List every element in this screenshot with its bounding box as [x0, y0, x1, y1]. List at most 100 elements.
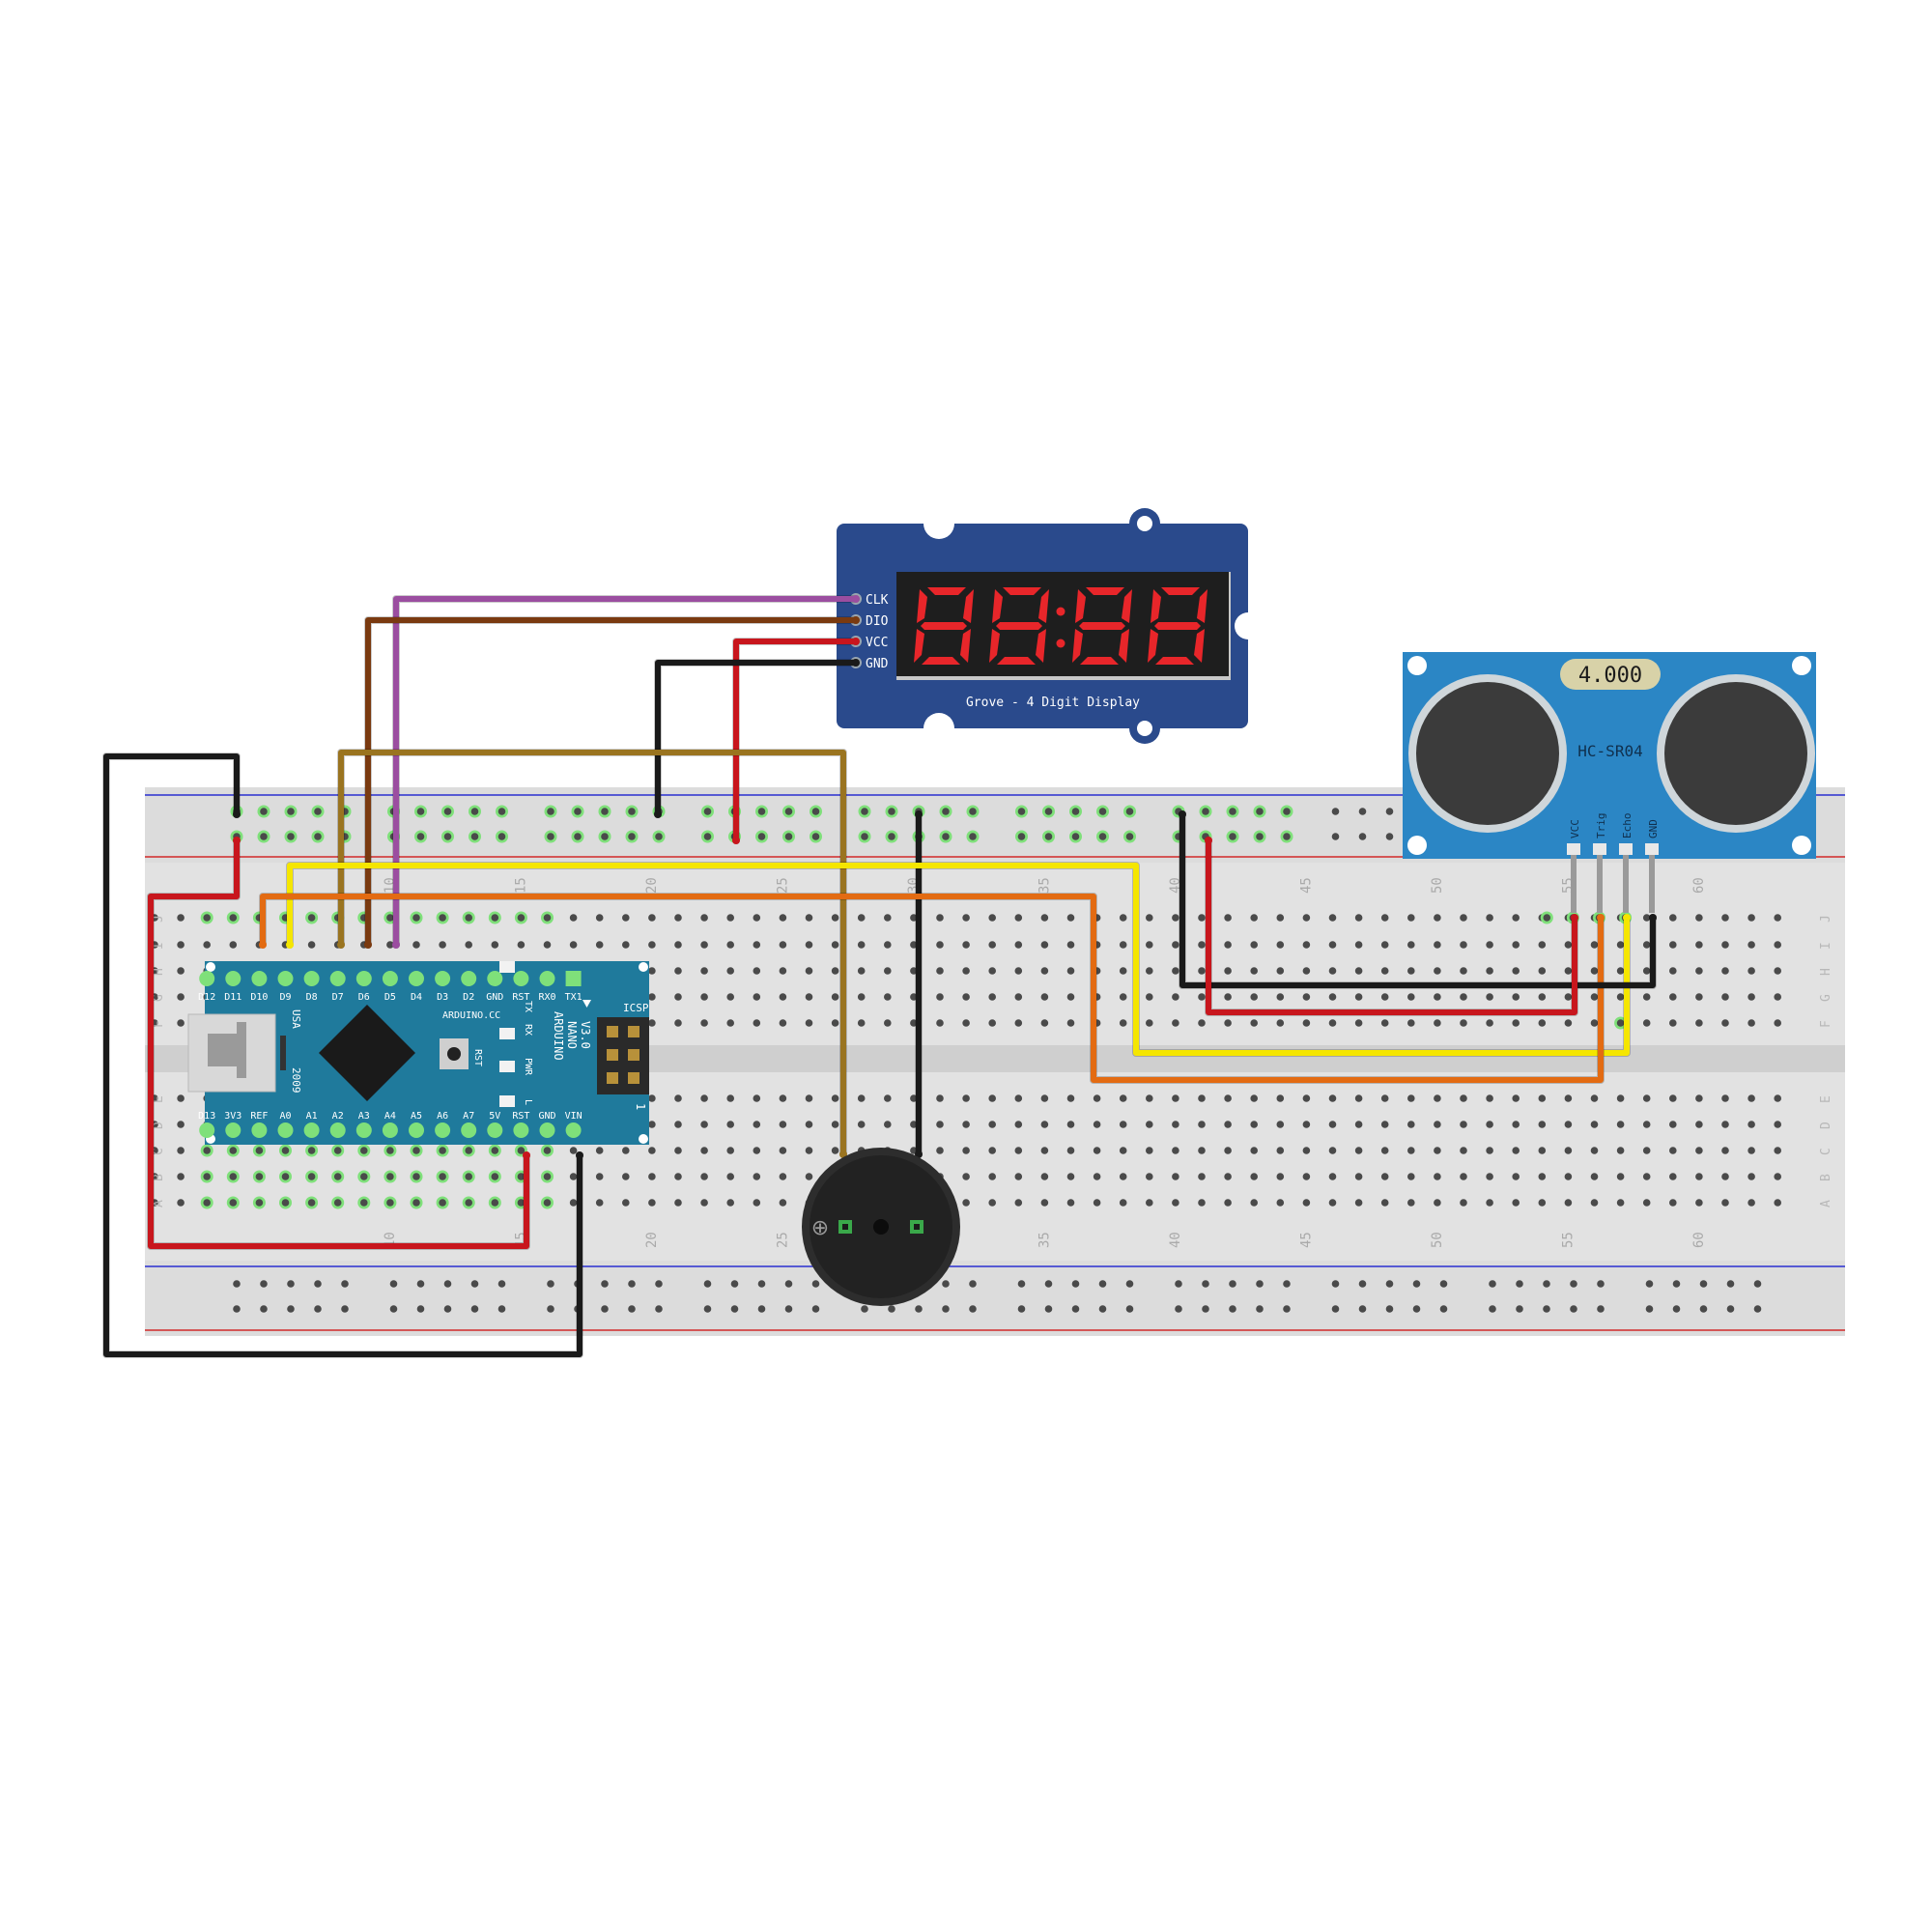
breadboard-hole[interactable] — [1146, 941, 1153, 949]
breadboard-hole[interactable] — [1198, 1019, 1206, 1027]
breadboard-hole[interactable] — [1590, 1199, 1599, 1207]
breadboard-hole[interactable] — [700, 941, 708, 949]
breadboard-hole[interactable] — [1380, 1199, 1389, 1207]
breadboard-hole[interactable] — [1119, 1199, 1127, 1207]
breadboard-hole[interactable] — [1695, 967, 1703, 975]
breadboard-hole[interactable] — [910, 941, 918, 949]
breadboard-hole[interactable] — [465, 1147, 473, 1154]
breadboard-hole[interactable] — [910, 993, 918, 1001]
breadboard-hole[interactable] — [1276, 993, 1285, 1001]
breadboard-hole[interactable] — [1616, 941, 1625, 949]
breadboard-hole[interactable] — [1721, 1121, 1729, 1128]
breadboard-hole[interactable] — [412, 941, 420, 949]
breadboard-hole[interactable] — [1198, 941, 1206, 949]
rail-hole[interactable] — [1125, 808, 1134, 815]
rail-hole[interactable] — [314, 1280, 322, 1288]
breadboard-hole[interactable] — [333, 1173, 342, 1180]
breadboard-hole[interactable] — [648, 1094, 656, 1102]
wire-clk[interactable] — [393, 596, 859, 948]
breadboard-hole[interactable] — [1354, 1147, 1363, 1154]
rail-hole[interactable] — [287, 808, 295, 815]
breadboard-hole[interactable] — [1616, 1019, 1625, 1027]
breadboard-hole[interactable] — [1774, 941, 1781, 949]
rail-hole[interactable] — [314, 833, 322, 840]
breadboard-hole[interactable] — [753, 1173, 761, 1180]
rail-hole[interactable] — [497, 1305, 506, 1313]
breadboard-hole[interactable] — [1721, 1019, 1729, 1027]
breadboard-hole[interactable] — [1642, 967, 1651, 975]
breadboard-hole[interactable] — [910, 967, 918, 975]
breadboard-hole[interactable] — [386, 914, 394, 922]
nano-pin-a1[interactable] — [303, 1122, 320, 1138]
rail-hole[interactable] — [730, 1280, 739, 1288]
rail-hole[interactable] — [233, 1305, 241, 1313]
breadboard-hole[interactable] — [1512, 967, 1520, 975]
breadboard-hole[interactable] — [1302, 914, 1311, 922]
breadboard-hole[interactable] — [779, 1173, 787, 1180]
breadboard-hole[interactable] — [177, 993, 185, 1001]
breadboard-hole[interactable] — [648, 967, 656, 975]
breadboard-hole[interactable] — [1066, 1121, 1075, 1128]
rail-hole[interactable] — [497, 833, 506, 840]
breadboard-hole[interactable] — [1774, 1147, 1781, 1154]
breadboard-hole[interactable] — [1014, 1173, 1023, 1180]
sensor-pin-trig[interactable] — [1597, 855, 1603, 913]
breadboard-hole[interactable] — [177, 1121, 185, 1128]
breadboard-hole[interactable] — [910, 1121, 918, 1128]
breadboard-hole[interactable] — [1538, 941, 1547, 949]
breadboard-hole[interactable] — [1354, 941, 1363, 949]
rail-hole[interactable] — [811, 833, 820, 840]
rail-hole[interactable] — [1202, 808, 1209, 815]
breadboard-hole[interactable] — [1014, 914, 1023, 922]
breadboard-hole[interactable] — [1328, 1173, 1337, 1180]
breadboard-hole[interactable] — [1616, 1094, 1625, 1102]
breadboard-hole[interactable] — [726, 1121, 734, 1128]
breadboard-hole[interactable] — [1198, 1121, 1206, 1128]
breadboard-hole[interactable] — [1721, 941, 1729, 949]
breadboard-hole[interactable] — [936, 967, 944, 975]
breadboard-hole[interactable] — [1354, 1121, 1363, 1128]
rail-hole[interactable] — [888, 1305, 895, 1313]
breadboard-hole[interactable] — [831, 1019, 839, 1027]
rail-hole[interactable] — [470, 833, 479, 840]
breadboard-hole[interactable] — [1224, 1094, 1232, 1102]
breadboard-hole[interactable] — [360, 1147, 368, 1154]
wire-buzzer-signal[interactable] — [338, 750, 846, 1157]
rail-hole[interactable] — [1726, 1280, 1735, 1288]
rail-hole[interactable] — [1098, 1305, 1107, 1313]
breadboard-hole[interactable] — [203, 914, 211, 922]
nano-pin-gnd[interactable] — [539, 1122, 555, 1138]
rail-hole[interactable] — [1229, 808, 1236, 815]
breadboard-hole[interactable] — [1669, 1094, 1677, 1102]
breadboard-hole[interactable] — [255, 1147, 264, 1154]
breadboard-hole[interactable] — [674, 967, 682, 975]
breadboard-hole[interactable] — [177, 1173, 185, 1180]
breadboard-hole[interactable] — [700, 1147, 708, 1154]
breadboard-hole[interactable] — [936, 1121, 944, 1128]
breadboard-hole[interactable] — [1512, 1094, 1520, 1102]
breadboard-hole[interactable] — [1302, 1019, 1311, 1027]
rail-hole[interactable] — [1229, 833, 1236, 840]
breadboard-hole[interactable] — [1302, 967, 1311, 975]
breadboard-hole[interactable] — [1146, 967, 1153, 975]
breadboard-hole[interactable] — [1066, 993, 1075, 1001]
breadboard-hole[interactable] — [1066, 1173, 1075, 1180]
breadboard-hole[interactable] — [1066, 1147, 1075, 1154]
breadboard-hole[interactable] — [1380, 1019, 1389, 1027]
nano-pin-d11[interactable] — [225, 971, 242, 986]
breadboard-hole[interactable] — [1040, 1019, 1049, 1027]
breadboard-hole[interactable] — [988, 993, 996, 1001]
breadboard-hole[interactable] — [1380, 1173, 1389, 1180]
breadboard-hole[interactable] — [569, 941, 578, 949]
breadboard-hole[interactable] — [1434, 941, 1441, 949]
breadboard-hole[interactable] — [1146, 1173, 1153, 1180]
breadboard-hole[interactable] — [1172, 1173, 1179, 1180]
rail-hole[interactable] — [1283, 808, 1291, 815]
breadboard-hole[interactable] — [1250, 941, 1258, 949]
breadboard-hole[interactable] — [1380, 1121, 1389, 1128]
breadboard-hole[interactable] — [1721, 993, 1729, 1001]
breadboard-hole[interactable] — [412, 1173, 420, 1180]
rail-hole[interactable] — [942, 1305, 950, 1313]
breadboard-hole[interactable] — [1538, 1121, 1547, 1128]
rail-hole[interactable] — [655, 1280, 663, 1288]
